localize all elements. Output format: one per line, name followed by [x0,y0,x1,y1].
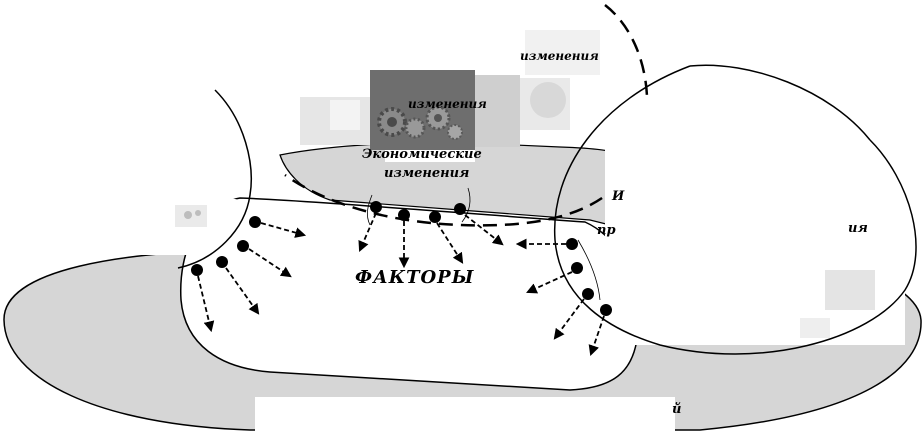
factor-dot [582,288,594,300]
label-upper-left-2: изменения [384,166,469,181]
factor-dot [566,238,578,250]
factor-arrow [358,212,377,252]
label-right-2: пр [597,223,616,238]
bottom-label-strip [255,397,675,440]
upper-gray-band [279,141,621,226]
factor-arrow [225,267,260,315]
factor-arrow [526,271,573,294]
label-bottom-fragment: й [672,402,681,417]
factor-arrow [248,248,292,278]
factor-dot [249,216,261,228]
right-circle [553,64,917,355]
factor-arrow [588,315,605,357]
center-label: ФАКТОРЫ [355,267,475,288]
gears-icon [377,105,463,140]
factor-dot [571,262,583,274]
dashed-circle [284,4,649,227]
factor-dot [191,264,203,276]
label-right-3: ия [848,221,868,236]
factor-dot [454,203,466,215]
factor-dot [370,201,382,213]
factor-dot [600,304,612,316]
label-right-1: И [611,189,625,204]
factor-dot [216,256,228,268]
factor-arrows [191,201,612,357]
factor-dot [398,209,410,221]
left-white-patch [30,196,240,255]
factor-dot [237,240,249,252]
factor-arrow [197,275,215,333]
label-top-fragment: изменения [520,49,599,63]
label-mid: изменения [408,97,487,111]
factor-dot [429,211,441,223]
left-circle-arc [177,89,252,269]
label-upper-left: Экономические [362,147,482,162]
factor-arrow [553,298,585,340]
